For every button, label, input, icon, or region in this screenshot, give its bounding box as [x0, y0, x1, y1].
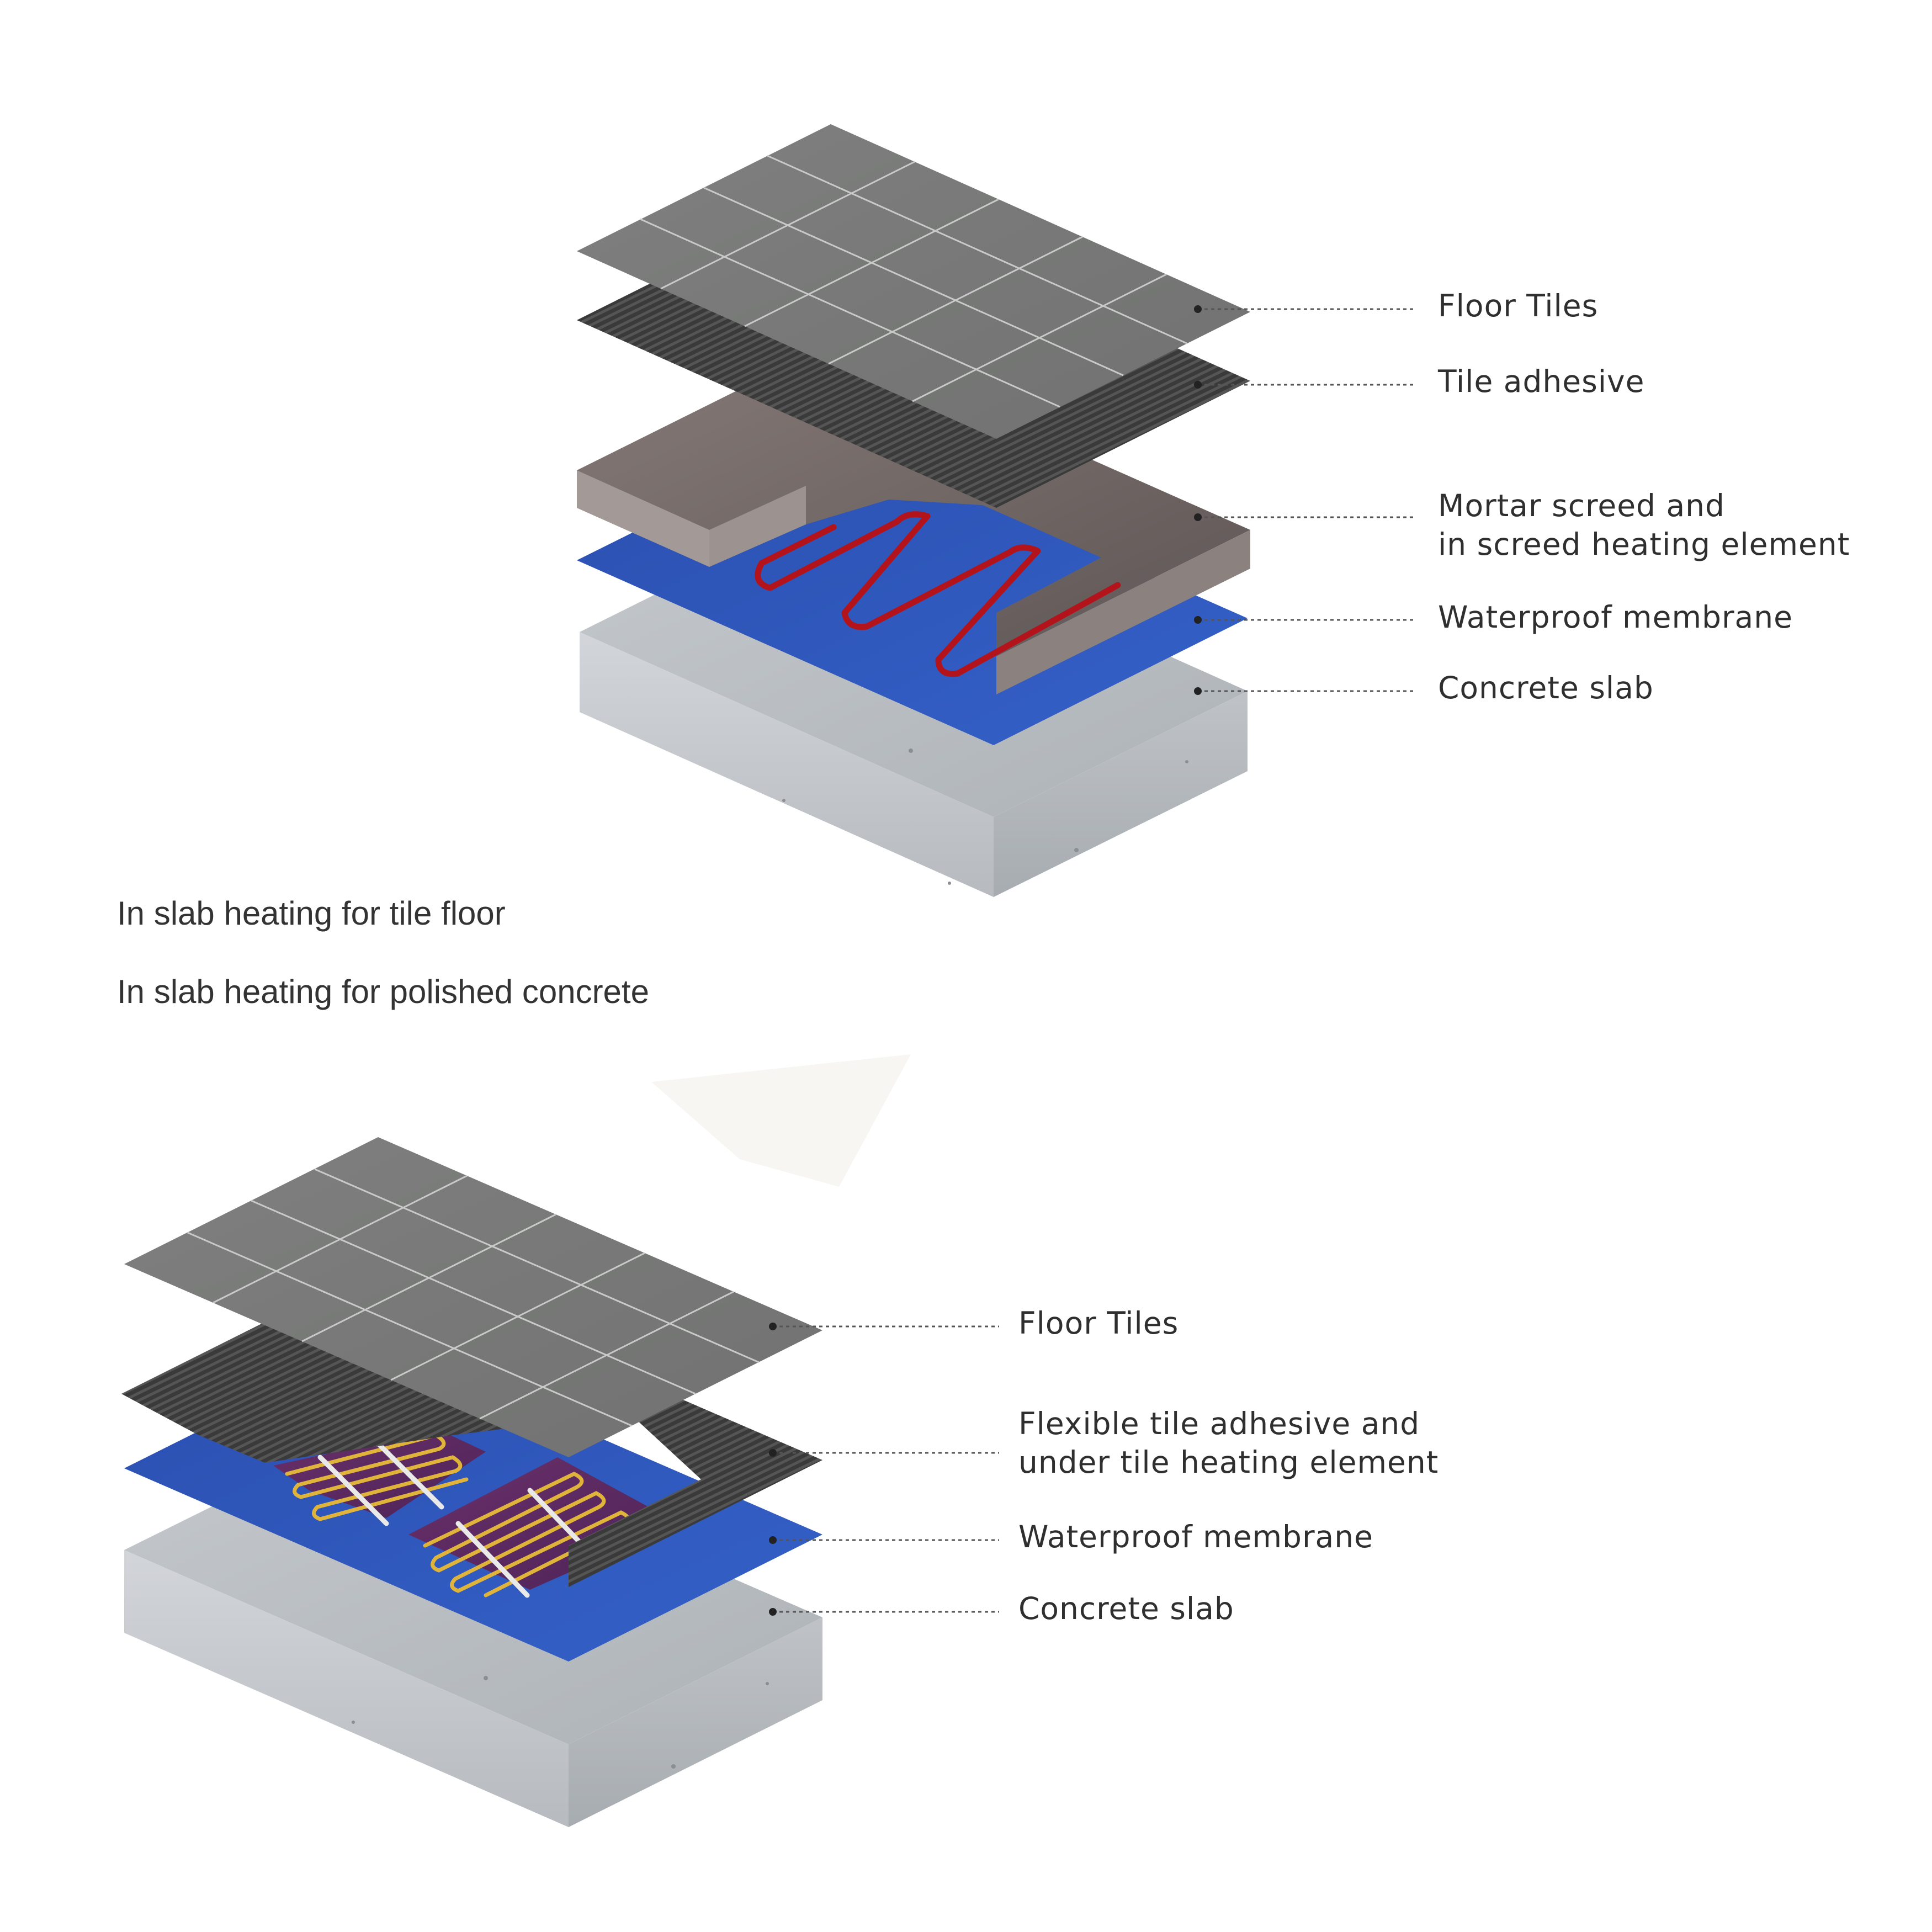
label-mortar-screed-line2: in screed heating element [1438, 527, 1850, 562]
label-concrete-slab-bottom: Concrete slab [1018, 1591, 1234, 1626]
top-floor-tiles [577, 124, 1250, 439]
bottom-tile-adhesive [121, 1267, 822, 1587]
label-flexible-adhesive-line1: Flexible tile adhesive and [1018, 1406, 1420, 1441]
caption-polished-concrete: In slab heating for polished concrete [117, 973, 649, 1010]
bottom-leaders [773, 1325, 999, 1613]
caption-tile-floor: In slab heating for tile floor [117, 895, 506, 932]
faint-patch [651, 1054, 911, 1187]
bottom-leader-dots [769, 1323, 777, 1616]
label-flexible-adhesive-line2: under tile heating element [1018, 1445, 1439, 1480]
label-floor-tiles-top: Floor Tiles [1438, 288, 1599, 323]
top-leader-dots [1194, 305, 1202, 695]
top-diagram [577, 124, 1416, 897]
label-membrane-bottom: Waterproof membrane [1018, 1519, 1373, 1554]
top-leaders [1198, 308, 1416, 692]
top-heating-pipe [755, 511, 1121, 677]
label-concrete-slab-top: Concrete slab [1438, 670, 1654, 705]
bottom-heating-cables [285, 1433, 631, 1597]
label-membrane-top: Waterproof membrane [1438, 599, 1793, 635]
label-tile-adhesive-top: Tile adhesive [1438, 364, 1645, 399]
bottom-diagram [121, 1137, 999, 1827]
label-floor-tiles-bottom: Floor Tiles [1018, 1305, 1179, 1341]
top-mortar-screed [577, 344, 1250, 694]
bottom-floor-tiles [124, 1137, 822, 1457]
label-mortar-screed-line1: Mortar screed and [1438, 488, 1725, 523]
